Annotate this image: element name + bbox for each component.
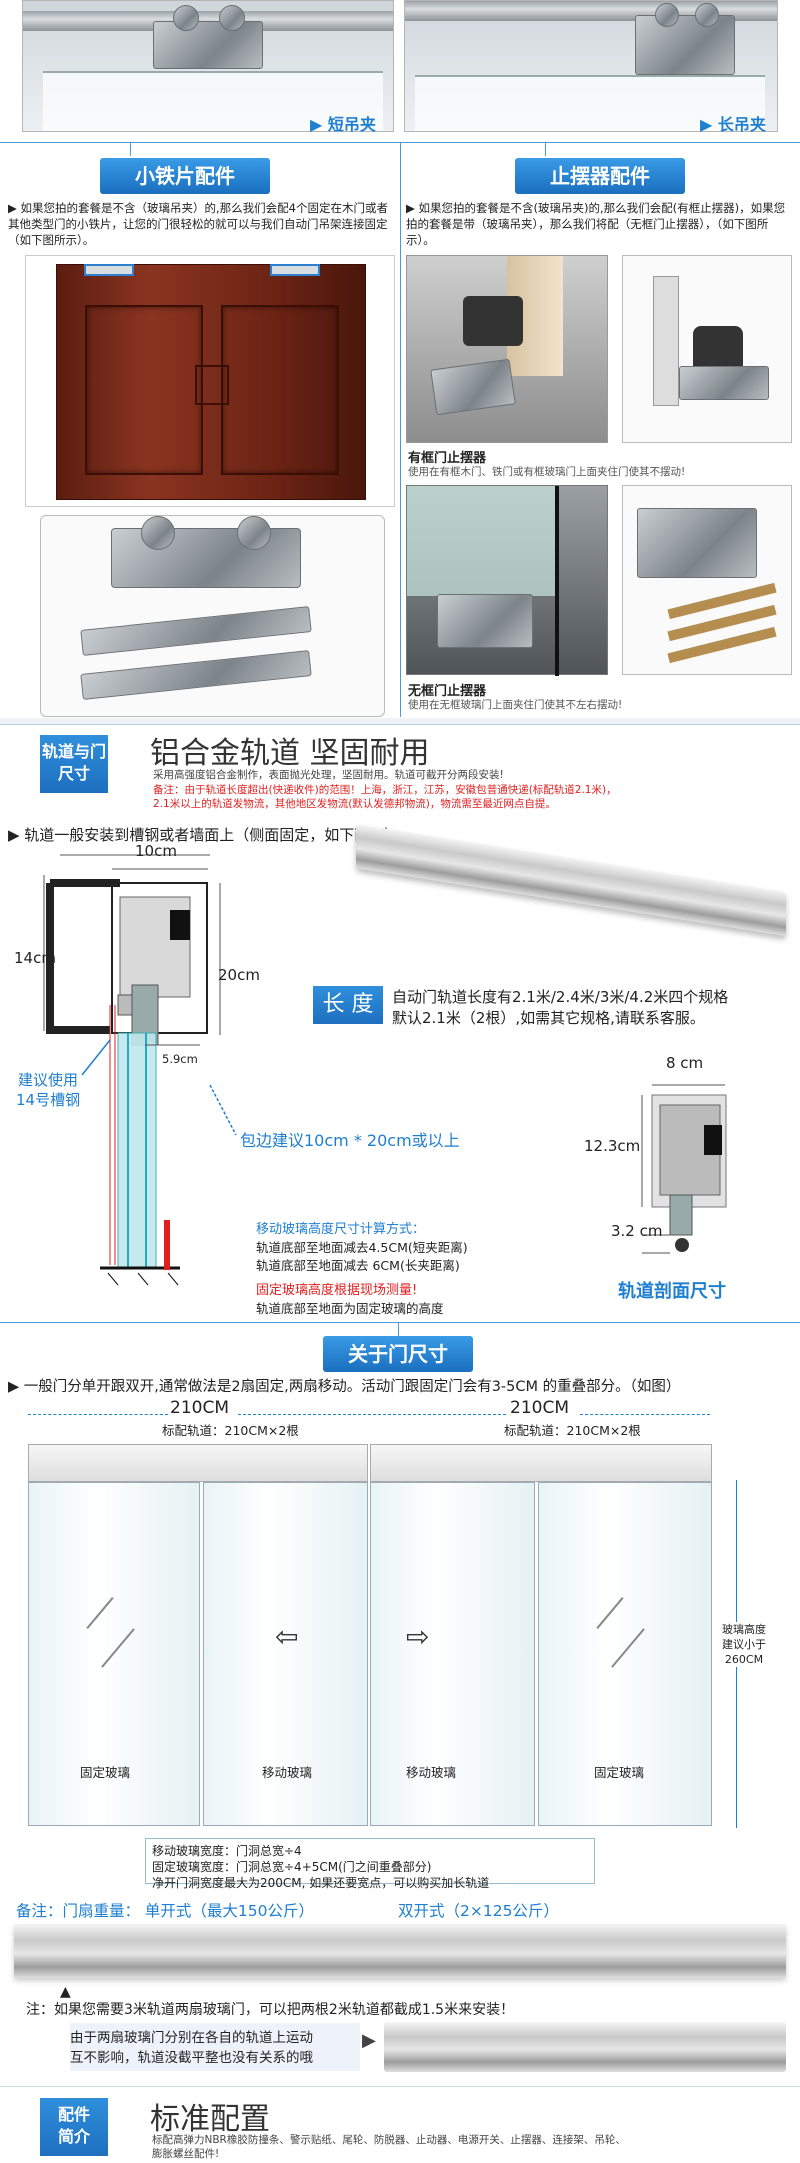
rail-long-render [14, 1924, 786, 1978]
fixed-title: 固定玻璃高度根据现场测量! [256, 1283, 418, 1298]
arrow-left-icon: ⇦ [275, 1620, 299, 1653]
length-desc1: 自动门轨道长度有2.1米/2.4米/3米/4.2米四个规格 [392, 988, 729, 1006]
long-clamp-photo [404, 0, 778, 132]
calc-title: 移动玻璃高度尺寸计算方式： [256, 1222, 426, 1237]
config-desc-2: 膨胀螺丝配件! [152, 2148, 220, 2160]
short-clamp-photo [22, 0, 394, 132]
rail-cut-render [384, 2022, 786, 2072]
iron-plate-desc: ▶ 如果您拍的套餐是不含（玻璃吊夹）的,那么我们会配4个固定在木门或者其他类型门… [8, 201, 388, 247]
width-right: 210CM [510, 1398, 569, 1418]
frameless-stopper-photo [406, 485, 608, 676]
calc-line2: 轨道底部至地面减去 6CM(长夹距离) [256, 1258, 460, 1273]
door-size-desc: ▶ 一般门分单开跟双开,通常做法是2扇固定,两扇移动。活动门跟固定门会有3-5C… [8, 1379, 681, 1395]
independent-1: 由于两扇玻璃门分别在各自的轨道上运动 [70, 2030, 313, 2046]
plate-hanger-photo [40, 515, 385, 717]
width-line2: 固定玻璃宽度：门洞总宽÷4+5CM(门之间重叠部分) [152, 1860, 432, 1874]
track-note: 注：如果您需要3米轨道两扇玻璃门，可以把两根2米轨道都截成1.5米来安装！ [26, 2002, 515, 2018]
long-clamp-label: ▶ 长吊夹 [700, 115, 766, 134]
height-note: 玻璃高度 建议小于 260CM [722, 1622, 766, 1667]
dim-12.3cm: 12.3cm [584, 1137, 641, 1155]
panel-fixed-left [28, 1482, 200, 1826]
width-line1: 移动玻璃宽度：门洞总宽÷4 [152, 1844, 302, 1858]
width-left: 210CM [170, 1398, 229, 1418]
suggest-steel: 建议使用 14号槽钢 [16, 1071, 81, 1109]
panel-moving-right [370, 1482, 535, 1826]
weight-double: 双开式（2×125公斤） [398, 1902, 559, 1920]
panel-label-3: 移动玻璃 [406, 1765, 457, 1780]
dim-20cm: 20cm [218, 966, 260, 984]
weight-note: 备注：门扇重量： 单开式（最大150公斤） [16, 1902, 315, 1920]
arrow-right-small-icon: ▶ [362, 2030, 376, 2051]
iron-plate-title: 小铁片配件 [100, 158, 270, 194]
track-side-label: 轨道与门尺寸 [40, 735, 108, 793]
section-title: 轨道剖面尺寸 [618, 1281, 726, 1302]
dim-8cm: 8 cm [666, 1054, 704, 1072]
framed-stopper-detail [622, 255, 792, 443]
independent-2: 互不影响，轨道没截平整也没有关系的哦 [70, 2050, 313, 2066]
panel-label-1: 固定玻璃 [80, 1765, 131, 1780]
framed-stopper-title: 有框门止摆器 [408, 451, 487, 466]
door-size-title: 关于门尺寸 [323, 1336, 473, 1372]
width-line3: 净开门洞宽度最大为200CM, 如果还要宽点，可以购买加长轨道 [152, 1876, 490, 1890]
fixed-desc: 轨道底部至地面为固定玻璃的高度 [256, 1301, 444, 1316]
rail-left [28, 1444, 368, 1482]
length-label: 长 度 [313, 986, 383, 1024]
panel-moving-left [203, 1482, 368, 1826]
config-desc: 标配高弹力NBR橡胶防撞条、警示贴纸、尾轮、防脱器、止动器、电源开关、止摆器、连… [152, 2134, 626, 2146]
panel-label-2: 移动玻璃 [262, 1765, 313, 1780]
track-profile-diagram [641, 1084, 727, 1254]
track-note1: 备注：由于轨道长度超出(快递收件)的范围！上海，浙江，江苏，安徽包普通快递(标配… [153, 784, 617, 796]
track-line1: 采用高强度铝合金制作，表面抛光处理，坚固耐用。轨道可截开分两段安装! [153, 769, 504, 781]
stopper-title: 止摆器配件 [515, 158, 685, 194]
frameless-stopper-title: 无框门止摆器 [408, 684, 487, 699]
length-desc2: 默认2.1米（2根）,如需其它规格,请联系客服。 [392, 1009, 705, 1027]
wrap-suggest: 包边建议10cm * 20cm或以上 [240, 1131, 460, 1150]
config-heading: 标准配置 [150, 2102, 270, 2137]
dim-14cm: 14cm [14, 949, 56, 967]
install-diagram [43, 854, 237, 1286]
calc-line1: 轨道底部至地面减去4.5CM(短夹距离) [256, 1240, 468, 1255]
short-clamp-label: ▶ 短吊夹 [310, 115, 376, 134]
dim-3.2cm: 3.2 cm [611, 1222, 663, 1240]
panel-label-4: 固定玻璃 [594, 1765, 645, 1780]
track-install: ▶ 轨道一般安装到槽钢或者墙面上（侧面固定，如下面图）。 [8, 826, 407, 844]
dim-5.9cm: 5.9cm [162, 1052, 198, 1066]
arrow-right-icon: ⇨ [406, 1620, 430, 1653]
dim-10cm: 10cm [135, 842, 177, 860]
framed-stopper-desc: 使用在有框木门、铁门或有框玻璃门上面夹住门使其不摆动! [408, 466, 686, 478]
panel-fixed-right [538, 1482, 712, 1826]
rail-right [370, 1444, 712, 1482]
std-left: 标配轨道：210CM×2根 [162, 1423, 299, 1438]
config-side-label: 配件简介 [40, 2098, 108, 2156]
framed-stopper-photo [406, 255, 608, 443]
track-heading: 铝合金轨道 坚固耐用 [150, 736, 430, 771]
triangle-marker: ▲ [60, 1984, 71, 2000]
stopper-desc: ▶ 如果您拍的套餐是不含(玻璃吊夹)的,那么我们会配(有框止摆器)，如果您拍的套… [406, 201, 786, 247]
frameless-stopper-desc: 使用在无框玻璃门上面夹住门使其不左右摆动! [408, 699, 623, 711]
track-note2: 2.1米以上的轨道发物流，其他地区发物流(默认发德邦物流)，物流需至最近网点自提… [153, 798, 556, 810]
frameless-stopper-detail [622, 485, 792, 675]
wood-door-photo [25, 255, 395, 507]
std-right: 标配轨道：210CM×2根 [504, 1423, 641, 1438]
